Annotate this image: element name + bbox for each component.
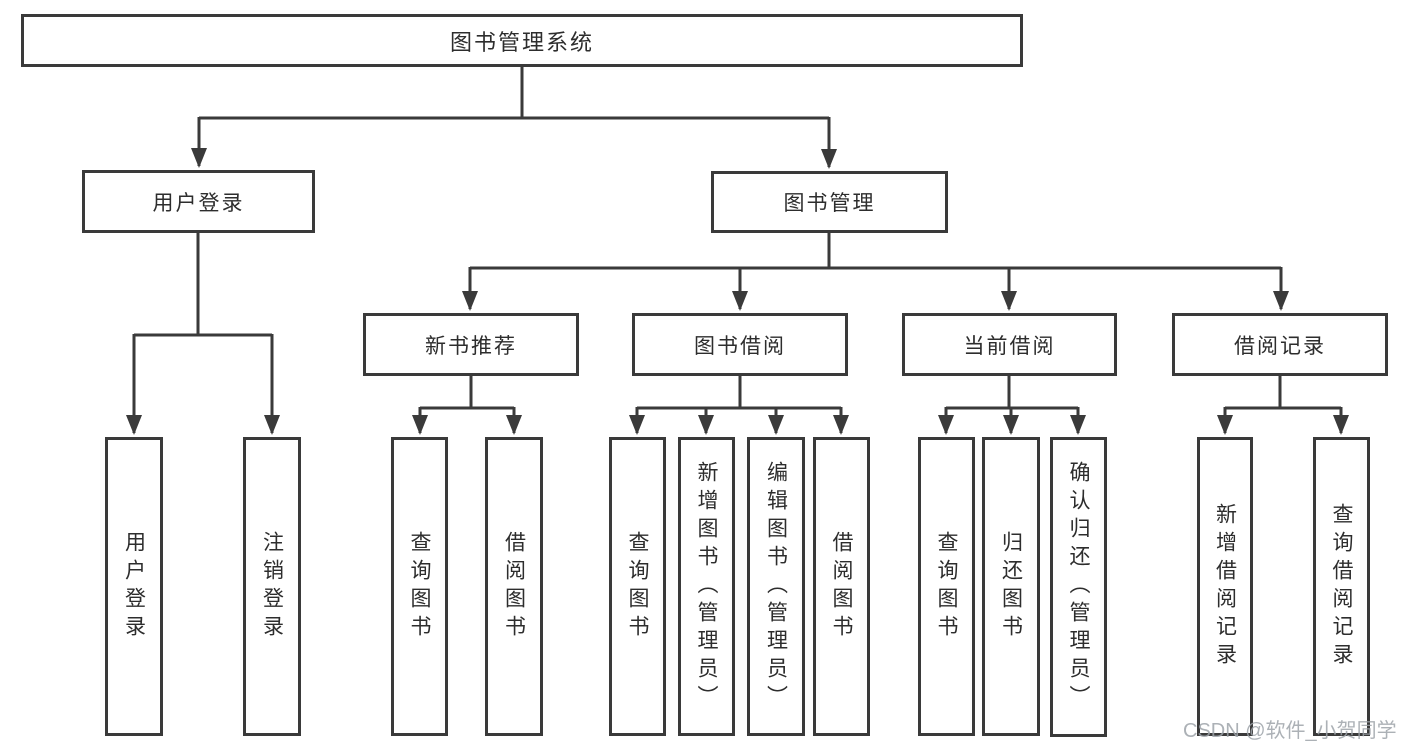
node-user-login-label: 用户登录 (152, 191, 245, 215)
leaf-add-borrow-record: 新增借阅记录 (1197, 437, 1253, 736)
leaf-logout-label: 注销登录 (260, 530, 284, 643)
leaf-confirm-return-admin: 确认归还（管理员） (1050, 437, 1107, 737)
node-new-book-recommend: 新书推荐 (363, 313, 579, 376)
node-book-management-label: 图书管理 (783, 192, 876, 215)
leaf-return-book: 归还图书 (982, 437, 1040, 736)
leaf-logout: 注销登录 (243, 437, 301, 736)
leaf-user-login-label: 用户登录 (122, 530, 146, 643)
node-new-book-recommend-label: 新书推荐 (425, 334, 517, 358)
leaf-confirm-return-admin-label: 确认归还（管理员） (1067, 461, 1090, 713)
node-book-borrow-label: 图书借阅 (694, 334, 786, 358)
node-borrow-record-label: 借阅记录 (1234, 334, 1326, 358)
leaf-borrow-book: 借阅图书 (813, 437, 870, 736)
node-user-login: 用户登录 (82, 170, 315, 233)
leaf-edit-book-admin: 编辑图书（管理员） (747, 437, 805, 736)
leaf-add-book-admin-label: 新增图书（管理员） (695, 460, 718, 713)
leaf-query-book-recommend-label: 查询图书 (408, 530, 431, 643)
leaf-user-login: 用户登录 (105, 437, 163, 736)
node-book-borrow: 图书借阅 (632, 313, 848, 376)
leaf-edit-book-admin-label: 编辑图书（管理员） (764, 460, 788, 713)
leaf-return-book-label: 归还图书 (999, 530, 1023, 643)
node-borrow-record: 借阅记录 (1172, 313, 1388, 376)
leaf-query-borrow-record-label: 查询借阅记录 (1330, 502, 1353, 671)
node-current-borrow: 当前借阅 (902, 313, 1117, 376)
leaf-query-book-borrow: 查询图书 (609, 437, 666, 736)
leaf-add-borrow-record-label: 新增借阅记录 (1213, 502, 1237, 671)
leaf-query-borrow-record: 查询借阅记录 (1313, 437, 1370, 736)
leaf-query-book-current-label: 查询图书 (935, 530, 958, 643)
leaf-borrow-book-recommend-label: 借阅图书 (502, 530, 526, 643)
node-root: 图书管理系统 (21, 14, 1023, 67)
csdn-watermark: CSDN @软件_小贺同学 (1183, 720, 1397, 742)
node-root-label: 图书管理系统 (449, 29, 594, 55)
leaf-borrow-book-recommend: 借阅图书 (485, 437, 543, 736)
leaf-borrow-book-label: 借阅图书 (830, 530, 853, 643)
leaf-query-book-borrow-label: 查询图书 (626, 530, 649, 643)
leaf-add-book-admin: 新增图书（管理员） (678, 437, 735, 736)
leaf-query-book-recommend: 查询图书 (391, 437, 448, 736)
node-current-borrow-label: 当前借阅 (963, 334, 1056, 358)
leaf-query-book-current: 查询图书 (918, 437, 975, 736)
node-book-management: 图书管理 (711, 171, 948, 233)
